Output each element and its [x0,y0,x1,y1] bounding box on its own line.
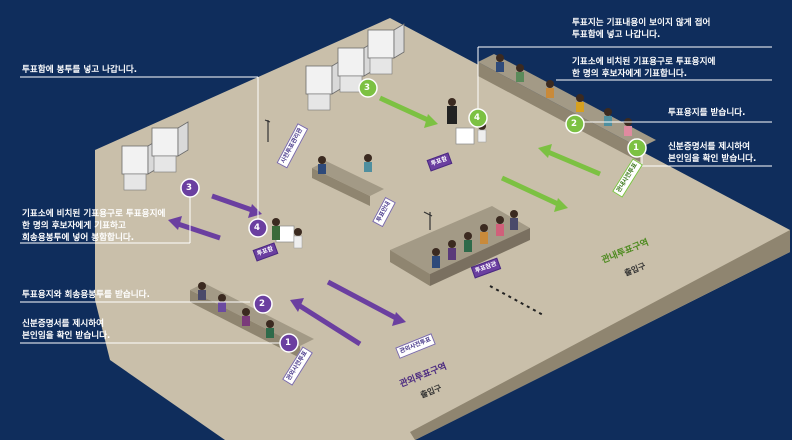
staff-right [496,54,632,136]
right-step-3-badge: 3 [364,83,370,93]
voting-booths-right [305,23,405,111]
left-step-4-caption: 투표함에 봉투를 넣고 나갑니다. [22,65,138,75]
right-step-2-caption: 투표용지를 받습니다. [668,108,746,118]
right-step-4-caption: 투표지는 기표내용이 보이지 않게 접어 투표함에 넣고 나갑니다. [572,18,711,40]
staff-left [198,282,274,338]
arrows-green [378,95,601,212]
right-step-3-caption: 기표소에 비치된 기표용구로 투표용지에 한 명의 후보자에게 기표합니다. [572,57,716,79]
right-step-1-caption: 신분증명서를 제시하여 본인임을 확인 받습니다. [668,142,757,164]
left-step-4-badge: 4 [254,223,260,233]
right-step-2-badge: 2 [571,119,577,129]
left-step-2-badge: 2 [259,299,265,309]
desk-center [312,154,384,206]
left-step-1-caption: 신분증명서를 제시하여 본인임을 확인 받습니다. [22,319,111,341]
left-step-2-caption: 투표용지와 회송용봉투를 받습니다. [22,290,150,300]
desk-observers [390,206,530,286]
divider-rope [264,119,433,230]
step-badges-left [180,178,299,353]
observers [432,210,518,268]
right-step-1-badge: 1 [633,143,639,153]
right-step-4-badge: 4 [474,113,480,123]
left-step-1-badge: 1 [285,338,291,348]
step-badges-right [358,78,647,158]
left-step-3-caption: 기표소에 비치된 기표용구로 투표용지에 한 명의 후보자에게 기표하고 회송용… [22,209,166,243]
voting-booths-left [121,121,189,191]
left-step-3-badge: 3 [186,183,192,193]
floor-edge [410,230,790,440]
ballot-box-left [272,218,303,249]
